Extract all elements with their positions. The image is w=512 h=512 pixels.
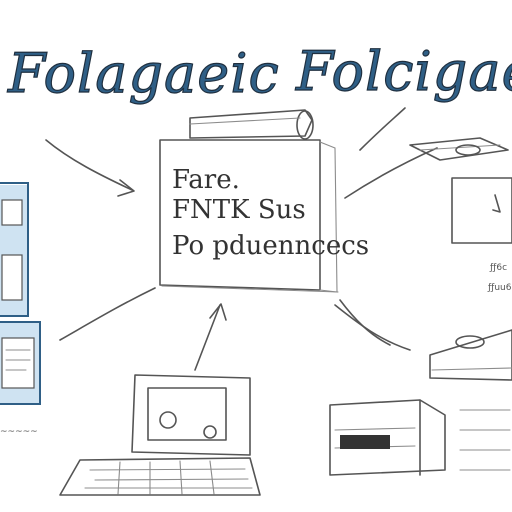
- doc-line-3: Po pduenncecs: [172, 231, 369, 261]
- arrows: [45, 107, 438, 371]
- title-right: Folcigae: [295, 40, 512, 103]
- laptop: [59, 374, 261, 496]
- doc-line-1: Fare.: [172, 165, 240, 195]
- right-text-1: ƒƒ6c: [489, 263, 507, 273]
- right-text-2: ƒƒuu6: [487, 283, 512, 293]
- center-document: Fare. FNTK Sus Po pduenncecs: [159, 109, 369, 293]
- left-panels: ~~~~~: [0, 182, 41, 437]
- left-small-text: ~~~~~: [0, 427, 38, 437]
- doc-line-2: FNTK Sus: [172, 195, 306, 225]
- title-left: Folagaeic: [7, 42, 280, 105]
- right-items: ƒƒ6c ƒƒuu6: [329, 137, 512, 476]
